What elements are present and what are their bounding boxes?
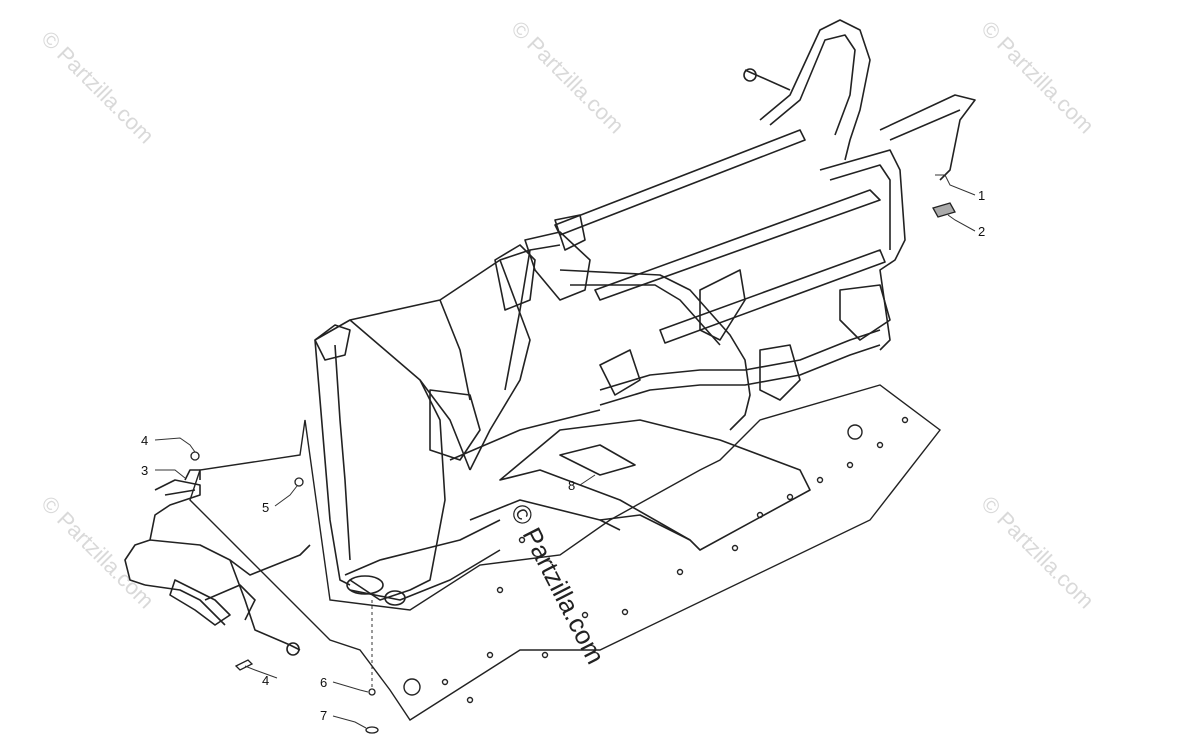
watermark-top-left: © Partzilla.com bbox=[36, 26, 159, 149]
front-bumper bbox=[124, 469, 311, 656]
callout-1: 1 bbox=[978, 188, 985, 203]
decal-part bbox=[932, 202, 956, 218]
bolt-part-upper bbox=[190, 451, 200, 461]
main-frame bbox=[314, 19, 976, 606]
callout-6: 6 bbox=[320, 675, 327, 690]
callout-8: 8 bbox=[568, 478, 575, 493]
bolt-part-lower bbox=[234, 659, 254, 671]
spacer-part bbox=[368, 688, 376, 696]
small-parts bbox=[190, 202, 956, 734]
watermark-center: © Partzilla.com bbox=[505, 499, 611, 669]
callout-7: 7 bbox=[320, 708, 327, 723]
callout-5: 5 bbox=[262, 500, 269, 515]
leader-lines bbox=[154, 174, 976, 729]
leader-8 bbox=[579, 474, 596, 486]
callout-labels: 1 2 3 4 4 5 6 7 8 bbox=[141, 188, 985, 723]
leader-7 bbox=[332, 715, 367, 729]
leader-4b bbox=[244, 665, 278, 679]
nut-part bbox=[294, 477, 304, 487]
leader-6 bbox=[332, 681, 369, 693]
leader-3 bbox=[155, 469, 186, 479]
watermark-bottom-left: © Partzilla.com bbox=[36, 491, 159, 614]
callout-4-upper: 4 bbox=[141, 433, 148, 448]
leader-4a bbox=[154, 437, 196, 453]
callout-2: 2 bbox=[978, 224, 985, 239]
watermark-group: © Partzilla.com © Partzilla.com © Partzi… bbox=[36, 16, 1099, 614]
watermark-top-right: © Partzilla.com bbox=[976, 16, 1099, 139]
watermark-bottom-right: © Partzilla.com bbox=[976, 491, 1099, 614]
leader-2 bbox=[947, 214, 976, 232]
watermark-top-center: © Partzilla.com bbox=[506, 16, 629, 139]
callout-4-lower: 4 bbox=[262, 673, 269, 688]
leader-5 bbox=[274, 485, 298, 507]
callout-3: 3 bbox=[141, 463, 148, 478]
leader-1 bbox=[935, 174, 976, 196]
skid-plate bbox=[189, 384, 941, 721]
washer-part bbox=[365, 726, 379, 734]
